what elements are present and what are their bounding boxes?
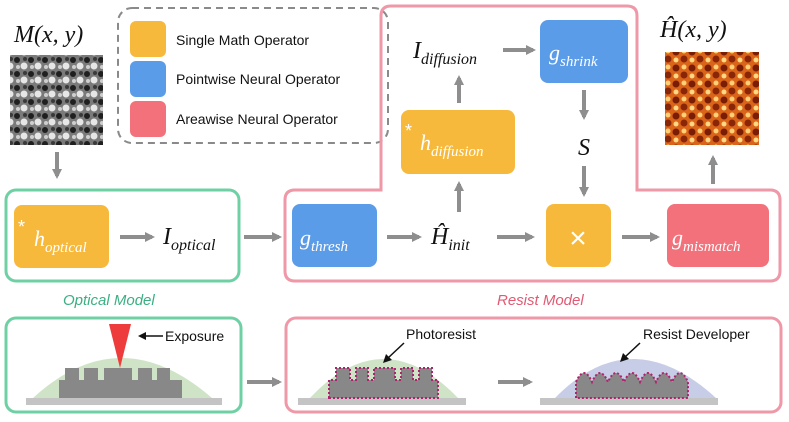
photoresist-structure [328,367,439,399]
exposure-mask-structure [59,368,182,398]
asterisk-optical: * [18,217,25,237]
multiply-block [546,204,611,267]
developer-label: Resist Developer [643,326,750,342]
legend-swatch-areawise [130,101,166,137]
photoresist-substrate [298,398,466,405]
h-diffusion-text: hdiffusion [420,130,484,160]
developer-substrate [540,398,718,405]
resist-panel-frame [284,316,783,414]
g-thresh-text: gthresh [300,225,348,255]
optical-model-caption: Optical Model [63,292,155,309]
g-shrink-block [540,20,628,83]
g-thresh-block [292,204,377,267]
i-optical-text: Ioptical [162,224,216,254]
photoresist-pointer-head [383,354,392,363]
exposure-pointer-head [138,332,146,340]
resist-model-caption: Resist Model [497,292,584,309]
g-mismatch-text: gmismatch [672,225,741,255]
developer-pointer-head [620,353,629,362]
h-optical-block [14,205,109,268]
legend-label-single: Single Math Operator [176,32,309,48]
s-text: S [578,135,590,161]
multiply-text: × [569,222,587,255]
g-shrink-text: gshrink [549,40,598,70]
exposure-label: Exposure [165,328,224,344]
legend-swatch-pointwise [130,61,166,97]
h-diffusion-block [401,110,515,174]
g-mismatch-block [667,204,769,267]
photoresist-pointer [387,342,405,359]
legend-label-pointwise: Pointwise Neural Operator [176,71,341,87]
output-resist-image [665,52,759,145]
developer-pointer [624,342,641,358]
photoresist-label: Photoresist [406,326,476,342]
output-label: Ĥ(x, y) [659,17,727,43]
h-optical-text: hoptical [34,226,87,256]
asterisk-diffusion: * [405,121,412,141]
resist-model-frame [283,4,782,283]
i-diffusion-text: Idiffusion [412,38,477,68]
developer-structure [575,372,689,399]
input-mask-image [10,55,103,145]
legend: Single Math Operator Pointwise Neural Op… [117,7,389,144]
exposure-substrate [26,398,222,405]
h-init-text: Ĥinit [430,224,470,254]
exposure-panel-frame [4,316,243,414]
input-label: M(x, y) [13,22,83,48]
exposure-beam [109,324,131,368]
legend-label-areawise: Areawise Neural Operator [176,111,338,127]
legend-frame [117,7,389,144]
optical-model-frame [4,188,241,283]
legend-swatch-single [130,21,166,57]
